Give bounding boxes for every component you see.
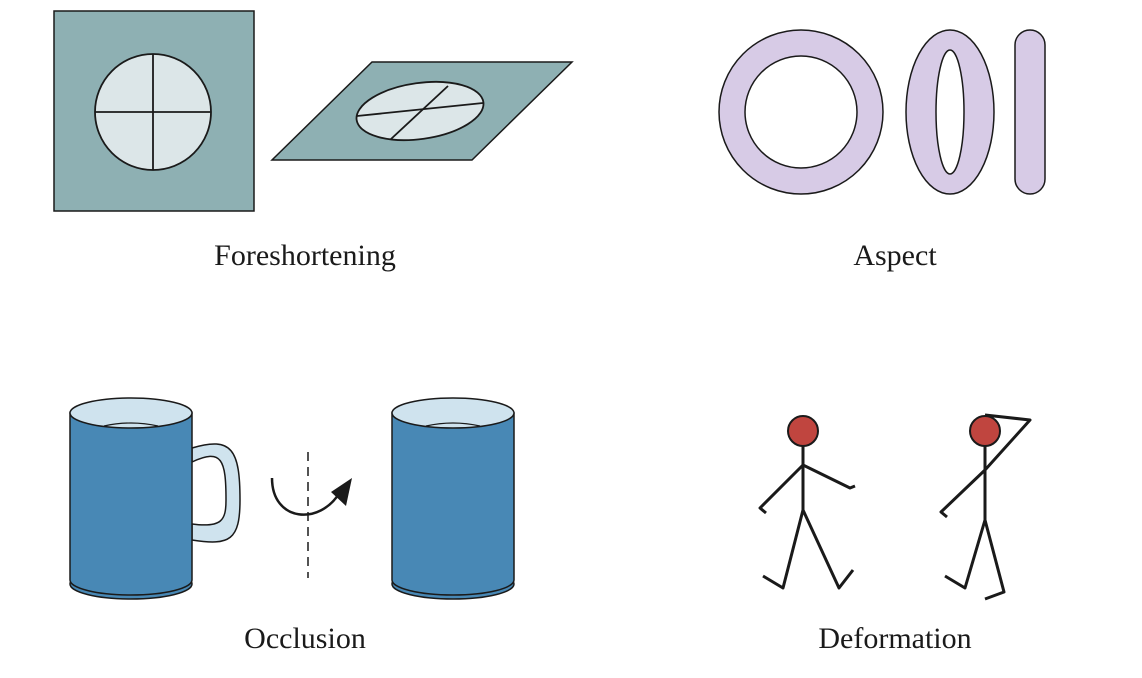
aspect-panel bbox=[718, 29, 1046, 195]
mug-with-handle bbox=[69, 397, 241, 600]
foreshortening-panel bbox=[53, 10, 574, 212]
stick-figure-arm-raised bbox=[939, 413, 1032, 601]
head-icon bbox=[969, 415, 1001, 447]
frontal-plate bbox=[53, 10, 255, 212]
rotation-arrow-icon bbox=[331, 478, 352, 506]
deformation-label: Deformation bbox=[818, 622, 972, 655]
occlusion-panel bbox=[69, 397, 515, 600]
torus-side-view bbox=[1014, 29, 1046, 195]
stick-figure-walking bbox=[758, 415, 856, 590]
mug-without-handle bbox=[391, 397, 515, 600]
head-icon bbox=[787, 415, 819, 447]
tilted-plate bbox=[270, 61, 574, 161]
foreshortening-label: Foreshortening bbox=[214, 239, 396, 272]
occlusion-label: Occlusion bbox=[244, 622, 366, 655]
deformation-panel bbox=[758, 413, 1032, 601]
torus-oblique-view bbox=[905, 29, 995, 195]
torus-front-view bbox=[718, 29, 884, 195]
aspect-label: Aspect bbox=[853, 239, 937, 272]
rotation-indicator bbox=[270, 452, 352, 578]
